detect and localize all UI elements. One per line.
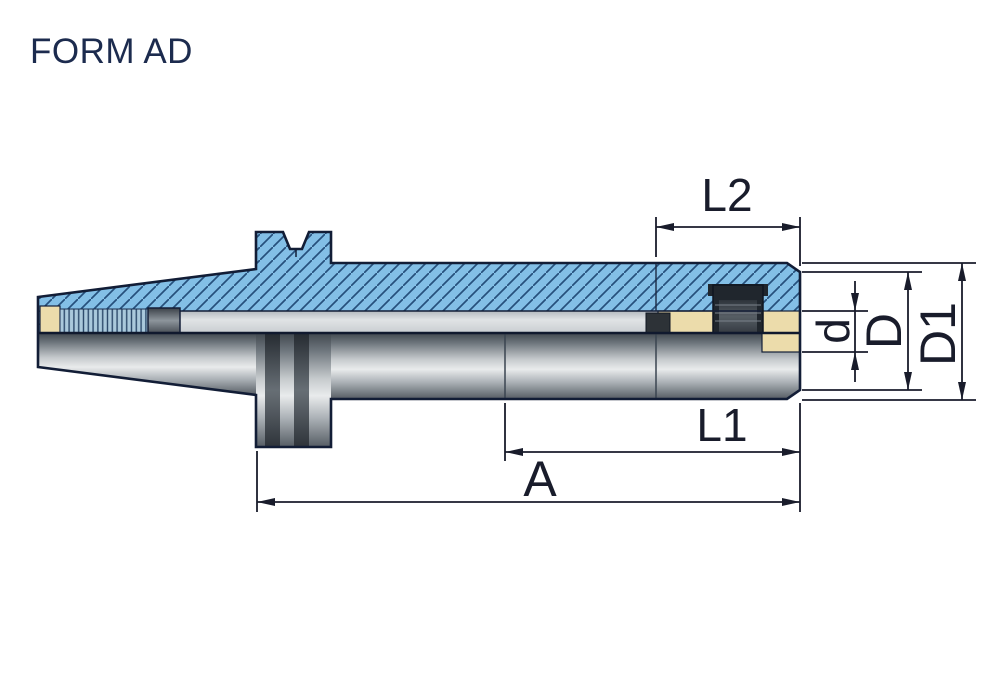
outer-profile-outline (36, 230, 802, 449)
taper-cone-lower (38, 333, 256, 395)
drawing-title: FORM AD (30, 32, 193, 71)
dimension-D1 (802, 262, 976, 401)
dimension-L1 (504, 403, 801, 512)
dimensions (256, 217, 976, 512)
dim-label-L1: L1 (696, 399, 747, 451)
dim-label-d: d (807, 318, 859, 344)
dim-label-A: A (523, 451, 557, 507)
body-lower (331, 333, 800, 399)
dim-label-L2: L2 (701, 169, 752, 221)
upper-section-view (38, 232, 801, 353)
internal-thread (59, 308, 149, 334)
brass-insert-left (39, 305, 61, 334)
set-screw (645, 312, 671, 334)
section-hatched-area (38, 232, 800, 333)
dim-label-D1: D1 (910, 302, 966, 366)
dimension-d (802, 281, 868, 382)
coolant-tube (180, 311, 658, 333)
collet-nose (761, 310, 801, 353)
dimension-A (256, 451, 800, 512)
adjust-screw-plug (147, 307, 181, 334)
clamping-screw (708, 284, 768, 334)
dimension-L2 (655, 217, 801, 266)
dimension-D (802, 271, 922, 391)
flange-groove-left (265, 334, 280, 446)
flange-groove-right (294, 334, 309, 446)
dim-label-D: D (856, 313, 912, 349)
lower-external-view (38, 333, 800, 447)
